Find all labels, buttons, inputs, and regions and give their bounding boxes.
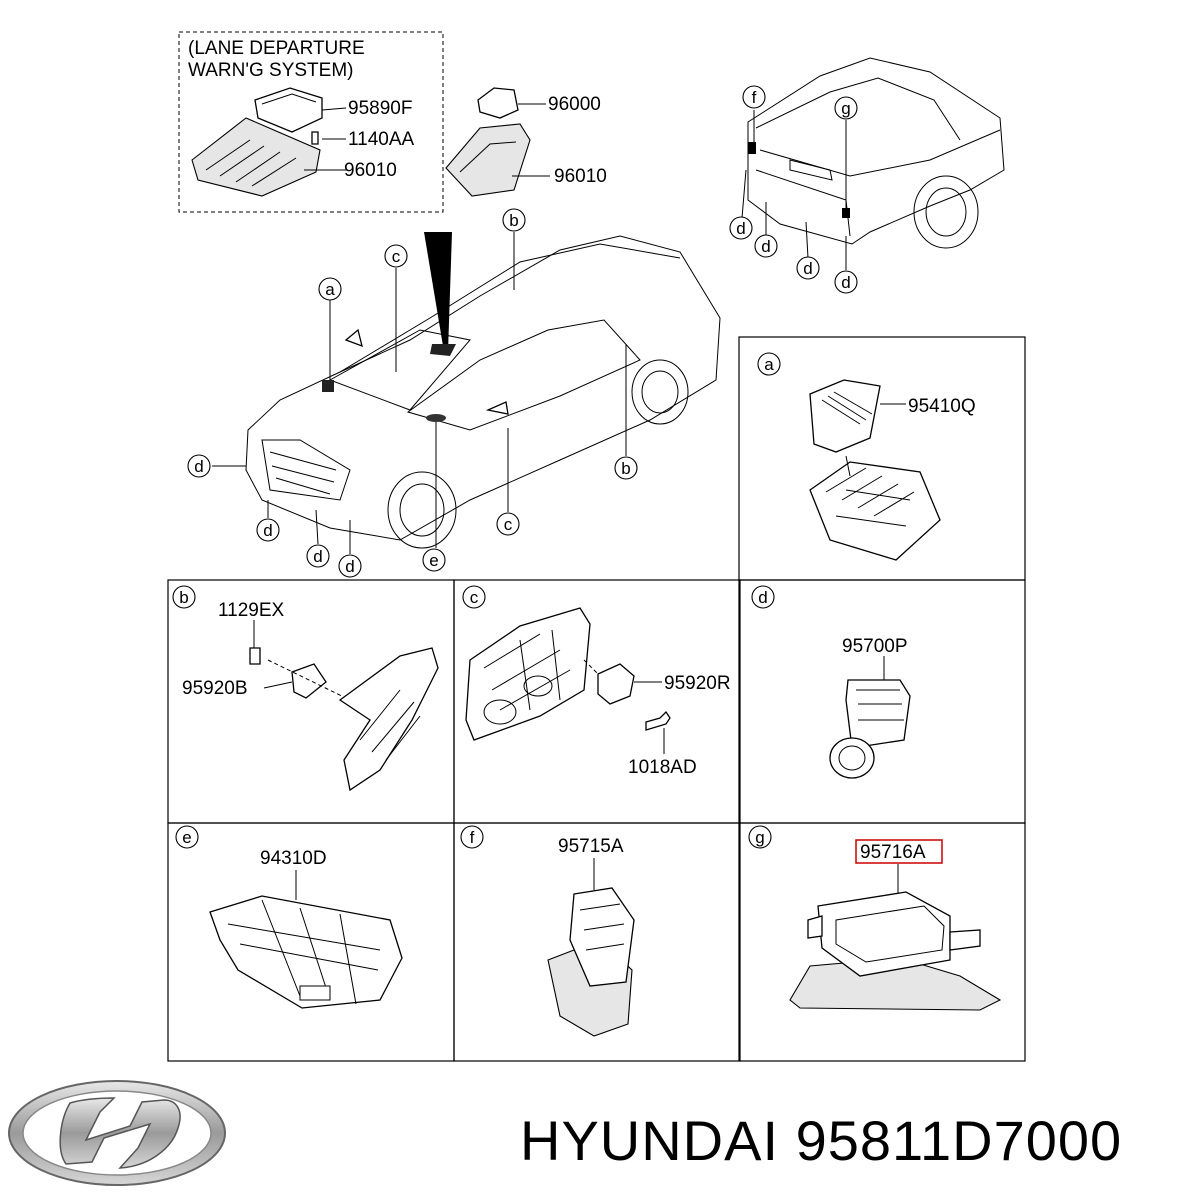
lane-departure-title-1: (LANE DEPARTURE xyxy=(188,38,365,59)
callout-d-rear-4: d xyxy=(841,273,850,292)
part-96010-top: 96010 xyxy=(554,166,607,187)
callout-e-main: e xyxy=(429,551,438,570)
panel-f-letter: f xyxy=(470,828,475,847)
panel-c: c 95920R 1018AD xyxy=(453,579,741,824)
lane-departure-title-2: WARN'G SYSTEM) xyxy=(188,60,353,81)
part-96000: 96000 xyxy=(548,94,601,115)
panel-b: b 1129EX 95920B xyxy=(167,579,455,824)
callout-d-main-4: d xyxy=(345,557,354,576)
radar-sensor-f-shape xyxy=(569,887,635,987)
callout-d-rear-3: d xyxy=(803,259,812,278)
part-94310D: 94310D xyxy=(260,848,327,869)
car-grille-area xyxy=(261,439,351,501)
part-95700P: 95700P xyxy=(842,636,908,657)
bolt-1129EX-shape xyxy=(249,647,261,665)
panel-a-letter: a xyxy=(764,355,774,374)
panel-g: g 95716A xyxy=(738,822,1026,1062)
hud-unit-shape xyxy=(209,895,403,1009)
rear-car-body xyxy=(747,57,1005,245)
part-95410Q: 95410Q xyxy=(908,396,976,417)
radar-bracket-g-shape xyxy=(789,957,1002,1011)
callout-d-main-2: d xyxy=(263,521,272,540)
panel-b-letter: b xyxy=(179,588,188,607)
panel-d: d 95700P xyxy=(738,579,1026,824)
camera-module-shape xyxy=(254,87,323,133)
callout-c-main-side: c xyxy=(504,515,513,534)
parking-sensor-shape xyxy=(845,679,911,749)
callout-d-main-3: d xyxy=(313,547,322,566)
part-95920B: 95920B xyxy=(182,678,248,699)
bolt-1018AD-shape xyxy=(645,710,671,731)
mirror-bracket-shape xyxy=(445,123,531,197)
car-windshield xyxy=(328,329,471,411)
rear-car-view: f g d d d d xyxy=(729,57,1005,294)
callout-c-main-top: c xyxy=(392,247,401,266)
sensor-pointer-arrow xyxy=(424,232,452,352)
part-95715A: 95715A xyxy=(558,836,624,857)
part-1140AA: 1140AA xyxy=(348,129,415,150)
part-95716A: 95716A xyxy=(860,842,926,863)
callout-b-main-side: b xyxy=(621,459,630,478)
part-1018AD: 1018AD xyxy=(628,757,697,778)
part-1129EX: 1129EX xyxy=(218,600,285,621)
callout-a-main: a xyxy=(325,280,335,299)
hyundai-logo xyxy=(8,1080,226,1186)
part-95890F: 95890F xyxy=(348,98,412,119)
door-frame-shape xyxy=(465,607,591,741)
callout-g-rear: g xyxy=(841,99,850,118)
part-96010-lane: 96010 xyxy=(344,160,397,181)
main-car-view: a c b b c e d d d d xyxy=(187,208,721,578)
mirror-cover-group: 96000 96010 xyxy=(445,87,607,197)
brand-name: HYUNDAI xyxy=(520,1109,780,1172)
fuse-box-shape xyxy=(809,461,941,561)
panel-f: f 95715A xyxy=(453,822,741,1062)
pillar-bracket-shape xyxy=(338,647,439,792)
radar-sensor-g-shape xyxy=(817,891,951,977)
panel-e-letter: e xyxy=(182,828,191,847)
callout-d-rear-2: d xyxy=(761,237,770,256)
panel-a: a 95410Q xyxy=(738,336,1026,581)
panel-d-letter: d xyxy=(758,588,767,607)
sensor-95920B-shape xyxy=(291,663,327,699)
callout-d-main-1: d xyxy=(194,457,203,476)
panel-g-letter: g xyxy=(755,828,764,847)
lane-departure-group: (LANE DEPARTURE WARN'G SYSTEM) 95890F 11… xyxy=(178,31,444,213)
module-95410Q-shape xyxy=(809,379,881,453)
brand-part-number: HYUNDAI 95811D7000 xyxy=(520,1108,1122,1173)
hyundai-h-mark xyxy=(59,1097,181,1169)
part-number: 95811D7000 xyxy=(795,1109,1123,1172)
camera-bracket-shape xyxy=(191,117,321,197)
callout-d-rear-1: d xyxy=(736,219,745,238)
callout-b-main-top: b xyxy=(509,211,518,230)
mirror-cover-shape xyxy=(477,87,519,119)
callout-f-rear: f xyxy=(752,88,757,107)
sensor-95920R-shape xyxy=(597,663,635,705)
part-95716A-highlight xyxy=(855,839,943,864)
part-95920R: 95920R xyxy=(664,673,731,694)
panel-c-letter: c xyxy=(470,588,479,607)
car-body-outline xyxy=(245,235,721,541)
panel-e: e 94310D xyxy=(167,822,455,1062)
car-side-windows xyxy=(406,319,641,431)
